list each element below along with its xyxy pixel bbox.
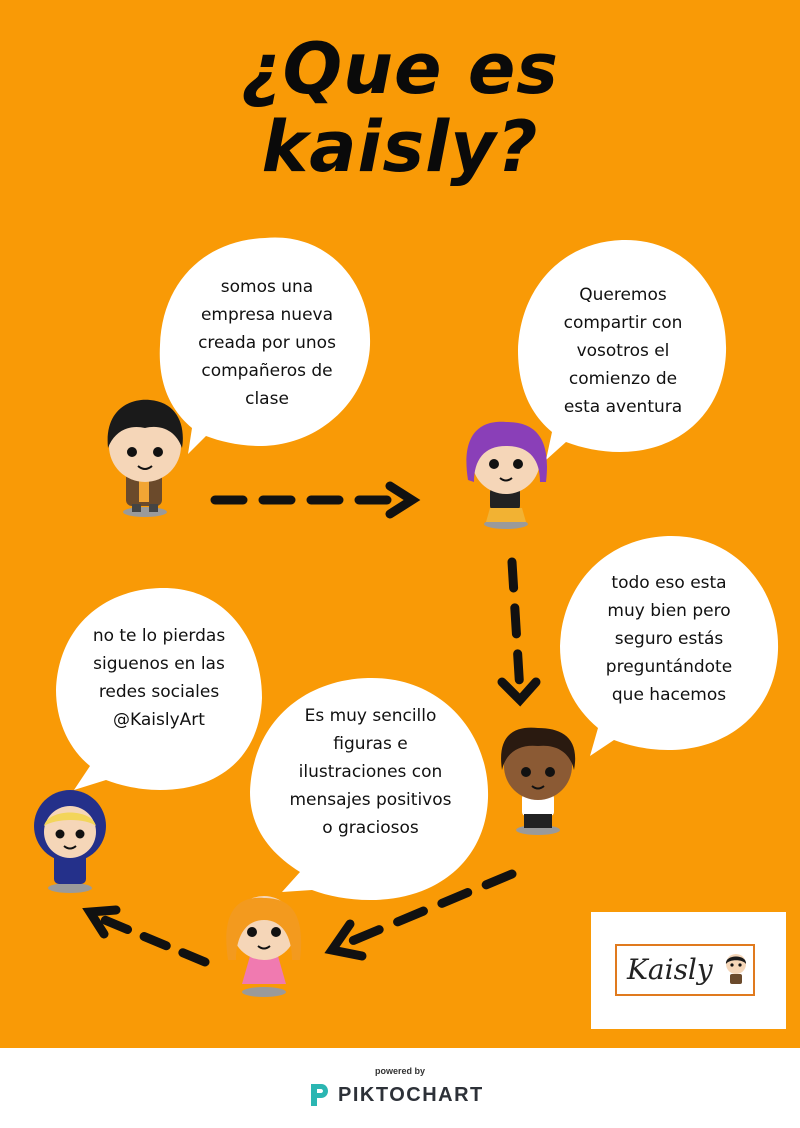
logo-character-icon (725, 954, 747, 984)
character-girl-orange-hair (226, 896, 302, 997)
speech-bubbles (56, 237, 779, 900)
bubble-intro-text: somos una empresa nueva creada por unos … (198, 277, 336, 409)
bubble-follow: no te lo pierdas siguenos en las redes s… (66, 618, 252, 738)
title-line-2: kaisly? (261, 106, 539, 188)
bubble-shape-answer (250, 677, 489, 900)
piktochart-logo-icon (311, 1084, 328, 1106)
flow-arrows (82, 481, 541, 967)
page-title: ¿Que es kaisly? (0, 30, 800, 186)
bubble-share-text: Queremos compartir con vosotros el comie… (563, 285, 683, 417)
character-girl-purple-hair (466, 421, 547, 529)
bubble-question: todo eso esta muy bien pero seguro estás… (578, 564, 760, 714)
poster: ¿Que es kaisly? (0, 0, 800, 1048)
kaisly-logo: Kaisly (591, 912, 786, 1029)
bubble-question-text: todo eso esta muy bien pero seguro estás… (605, 573, 733, 705)
arrow-left (82, 905, 210, 967)
bubble-shape-follow (56, 587, 262, 790)
piktochart-brand: PIKTOCHART (338, 1083, 484, 1106)
bubble-shape-intro (159, 237, 371, 454)
bubble-follow-text: no te lo pierdas siguenos en las redes s… (92, 626, 226, 730)
character-boy-dark-hair (107, 399, 183, 517)
logo-frame: Kaisly (615, 944, 755, 996)
bubble-share: Queremos compartir con vosotros el comie… (538, 276, 708, 426)
bubble-answer-text: Es muy sencillo figuras e ilustraciones … (289, 706, 452, 838)
arrow-down-left (324, 869, 517, 961)
bubble-shape-question (560, 535, 779, 756)
title-line-1: ¿Que es (241, 28, 559, 110)
bubble-answer: Es muy sencillo figuras e ilustraciones … (268, 702, 473, 842)
arrow-down (497, 557, 541, 707)
piktochart-link[interactable]: PIKTOCHART (308, 1082, 484, 1108)
footer: powered by PIKTOCHART (0, 1048, 800, 1128)
powered-by-label: powered by (374, 1066, 425, 1076)
bubble-intro: somos una empresa nueva creada por unos … (172, 268, 362, 418)
character-blue-hood (34, 790, 106, 893)
bubble-shape-share (518, 239, 727, 460)
character-boy-curly-hair (501, 727, 576, 835)
logo-text: Kaisly (627, 953, 713, 986)
arrow-right (210, 481, 421, 519)
illustration-layer (34, 237, 779, 997)
